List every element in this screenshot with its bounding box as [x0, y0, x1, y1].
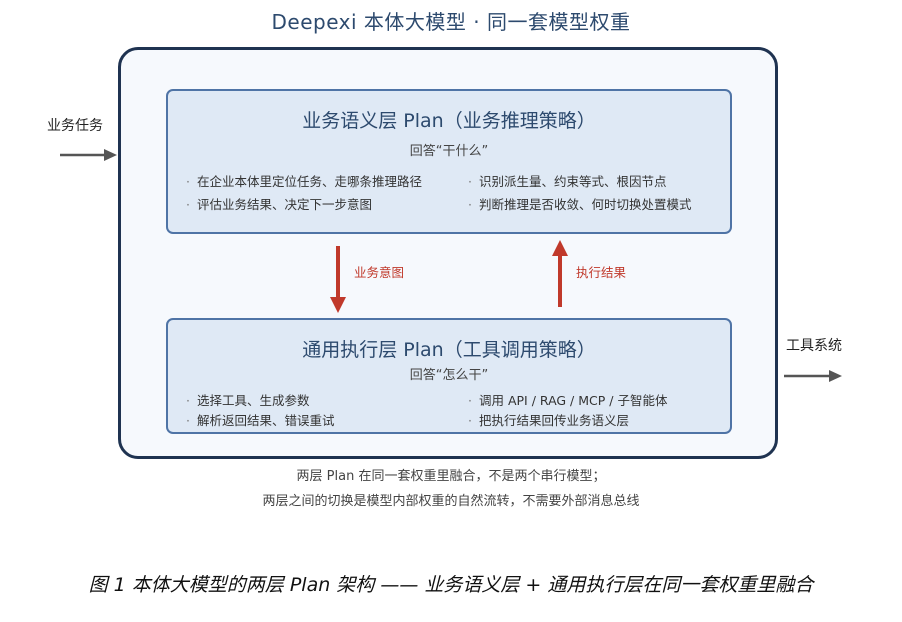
execution-layer-title: 通用执行层 Plan（工具调用策略） — [302, 339, 596, 361]
down-arrow-icon — [330, 246, 346, 313]
bullet-dot-icon: · — [186, 174, 190, 189]
note-line-2: 两层之间的切换是模型内部权重的自然流转，不需要外部消息总线 — [262, 494, 640, 509]
output-arrow-icon — [784, 370, 842, 382]
bullet-dot-icon: · — [186, 197, 190, 212]
execution-bullet-right-2: ·把执行结果回传业务语义层 — [468, 413, 629, 428]
business-semantic-layer-box: 业务语义层 Plan（业务推理策略） 回答“干什么” ·在企业本体里定位任务、走… — [166, 89, 732, 234]
general-execution-layer-box: 通用执行层 Plan（工具调用策略） 回答“怎么干” ·选择工具、生成参数 ·解… — [166, 318, 732, 434]
business-bullet-right-1: ·识别派生量、约束等式、根因节点 — [468, 174, 667, 189]
bullet-dot-icon: · — [468, 393, 472, 408]
input-label: 业务任务 — [47, 118, 103, 134]
diagram-title: Deepexi 本体大模型 · 同一套模型权重 — [271, 10, 631, 34]
bullet-dot-icon: · — [468, 197, 472, 212]
up-arrow-icon — [552, 240, 568, 307]
execution-bullet-right-1: ·调用 API / RAG / MCP / 子智能体 — [468, 393, 668, 408]
figure-caption: 图 1 本体大模型的两层 Plan 架构 —— 业务语义层 + 通用执行层在同一… — [88, 574, 814, 596]
output-label: 工具系统 — [786, 338, 842, 354]
down-flow-label: 业务意图 — [354, 265, 405, 280]
execution-bullet-left-1: ·选择工具、生成参数 — [186, 393, 310, 408]
up-flow-label: 执行结果 — [576, 265, 627, 280]
execution-bullet-left-2: ·解析返回结果、错误重试 — [186, 413, 335, 428]
note-line-1: 两层 Plan 在同一套权重里融合，不是两个串行模型； — [296, 469, 606, 484]
business-bullet-left-2: ·评估业务结果、决定下一步意图 — [186, 197, 372, 212]
input-arrow-icon — [60, 149, 117, 161]
bullet-dot-icon: · — [468, 413, 472, 428]
business-bullet-right-2: ·判断推理是否收敛、何时切换处置模式 — [468, 197, 692, 212]
business-layer-subtitle: 回答“干什么” — [409, 144, 489, 159]
execution-layer-subtitle: 回答“怎么干” — [409, 368, 489, 383]
bullet-dot-icon: · — [186, 393, 190, 408]
bullet-dot-icon: · — [468, 174, 472, 189]
business-layer-title: 业务语义层 Plan（业务推理策略） — [302, 110, 596, 132]
bullet-dot-icon: · — [186, 413, 190, 428]
business-bullet-left-1: ·在企业本体里定位任务、走哪条推理路径 — [186, 174, 422, 189]
